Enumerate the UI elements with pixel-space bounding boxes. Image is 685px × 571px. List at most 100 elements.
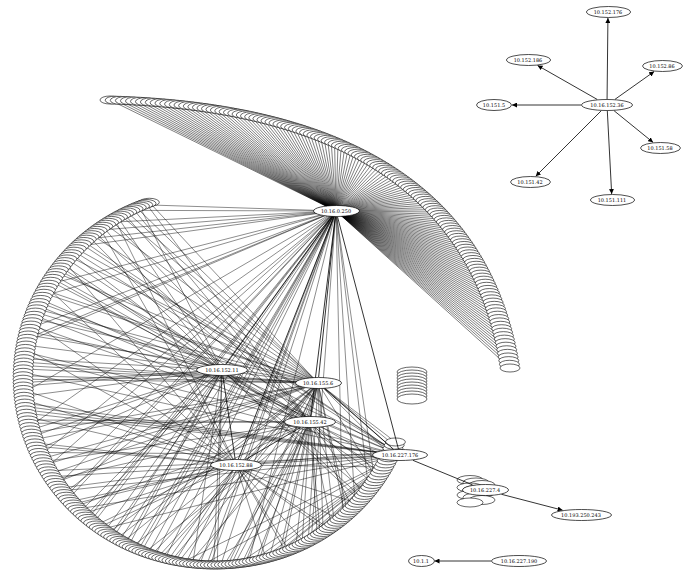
ring-line <box>310 422 353 508</box>
ring-line <box>310 422 380 473</box>
host-node: 10.151.111 <box>590 194 635 206</box>
host-node: 10.16.227.176 <box>372 449 428 461</box>
fan-line <box>336 211 482 277</box>
ring-line <box>31 325 310 422</box>
link-line <box>501 494 562 510</box>
link-line <box>435 561 492 562</box>
host-node: 10.193.250.243 <box>551 509 612 521</box>
link-line <box>614 111 653 143</box>
host-node: 10.16.152.36 <box>581 99 633 111</box>
fan-line <box>193 106 336 211</box>
ring-line <box>236 465 340 520</box>
link-line <box>226 217 332 364</box>
host-address: 10.16.227.4 <box>462 487 509 493</box>
ring-line <box>33 319 318 383</box>
ring-line <box>23 372 400 455</box>
ring-line <box>236 465 329 529</box>
fan-line <box>336 211 492 299</box>
ring-line <box>311 211 336 540</box>
ring-line <box>32 322 236 465</box>
ring-line <box>23 370 222 383</box>
fan-line <box>255 117 336 211</box>
ring-line <box>79 211 336 246</box>
host-address: 10.16.155.6 <box>295 380 342 386</box>
fan-line <box>259 118 336 211</box>
host-ellipse <box>457 498 483 507</box>
fan-line <box>150 102 336 211</box>
link-line <box>615 72 654 100</box>
host-address: 10.151.42 <box>510 179 551 185</box>
ring-line <box>42 383 318 459</box>
ring-line <box>196 383 318 564</box>
host-address: 10.151.5 <box>476 102 512 108</box>
ring-line <box>23 370 222 386</box>
host-ellipse <box>500 364 520 372</box>
host-address: 10.193.250.243 <box>551 512 612 518</box>
ring-line <box>88 211 336 518</box>
host-ellipse <box>397 394 427 404</box>
host-address: 10.16.227.176 <box>372 452 428 458</box>
fan-line <box>125 101 336 211</box>
host-address: 10.16.227.190 <box>491 558 547 564</box>
ring-line <box>222 370 362 498</box>
ring-line <box>296 422 310 548</box>
host-node: 10.16.227.4 <box>462 484 509 496</box>
host-node: 10.152.186 <box>506 54 551 66</box>
ring-line <box>27 211 336 338</box>
ring-line <box>314 455 400 538</box>
ring-line <box>318 383 377 479</box>
fan-line <box>165 103 336 211</box>
fan-line <box>336 211 510 368</box>
ring-line <box>236 465 305 543</box>
host-address: 10.16.0.250 <box>313 208 360 214</box>
fan-line <box>229 112 336 211</box>
ring-line <box>30 211 336 328</box>
link-line <box>536 111 601 176</box>
fan-line <box>220 110 336 211</box>
ring-line <box>109 211 336 222</box>
host-node: 10.16.152.88 <box>210 459 262 471</box>
fan-line <box>336 211 491 296</box>
ring-line <box>47 211 336 468</box>
fan-line <box>336 211 504 339</box>
ring-line <box>31 370 222 430</box>
host-node: 10.151.5 <box>476 99 512 111</box>
fan-line <box>336 211 507 350</box>
host-address: 10.16.155.42 <box>284 419 336 425</box>
ring-line <box>117 383 318 539</box>
host-address: 10.16.152.36 <box>581 102 633 108</box>
host-node: 10.1.1 <box>408 555 435 567</box>
fan-line <box>110 100 336 211</box>
fan-line <box>336 211 478 268</box>
host-node: 10.16.152.11 <box>196 364 248 376</box>
host-node: 10.16.227.190 <box>491 555 547 567</box>
fan-line <box>184 105 336 211</box>
fan-line <box>120 100 336 211</box>
ring-line <box>26 413 400 455</box>
fan-line <box>336 211 498 315</box>
ring-line <box>236 465 326 531</box>
ring-line <box>111 211 336 535</box>
ring-line <box>145 422 310 552</box>
host-address: 10.152.86 <box>642 63 683 69</box>
fan-line <box>263 119 336 211</box>
ring-line <box>56 383 318 482</box>
ring-line <box>35 443 236 465</box>
fan-line <box>202 107 336 211</box>
fan-line <box>225 111 336 211</box>
ring-line <box>86 370 222 516</box>
host-node: 10.152.176 <box>586 6 631 18</box>
ring-line <box>71 465 236 501</box>
fan-line <box>238 113 336 211</box>
host-address: 10.152.176 <box>586 9 631 15</box>
fan-line <box>335 142 336 211</box>
fan-line <box>145 102 336 211</box>
ring-line <box>222 370 367 493</box>
ring-line <box>42 211 336 296</box>
fan-line <box>242 114 336 211</box>
fan-line <box>336 211 499 319</box>
fan-line <box>336 211 502 329</box>
ring-line <box>222 370 393 448</box>
ring-line <box>143 205 336 211</box>
